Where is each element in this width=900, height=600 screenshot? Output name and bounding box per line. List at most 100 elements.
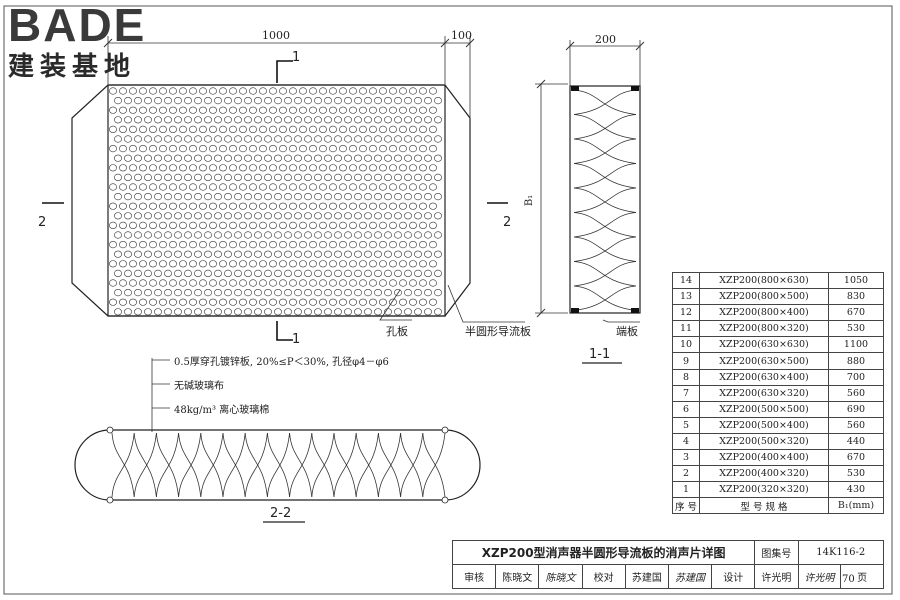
- perforation-hole: [224, 116, 232, 124]
- perforation-hole: [339, 221, 347, 229]
- perforation-hole: [214, 269, 222, 278]
- perforation-hole: [324, 289, 332, 297]
- perforation-hole: [329, 260, 337, 268]
- perforation-hole: [304, 231, 312, 239]
- perforation-hole: [144, 173, 152, 181]
- perforation-hole: [109, 106, 117, 114]
- row-model: XZP200(630×630): [699, 336, 829, 354]
- perforation-hole: [234, 250, 242, 258]
- wool-lobe: [573, 114, 637, 140]
- perforation-hole: [249, 87, 257, 95]
- perforation-hole: [254, 135, 262, 143]
- perforation-hole: [294, 231, 302, 239]
- perforation-hole: [409, 145, 417, 153]
- perforation-hole: [239, 260, 247, 268]
- perforation-hole: [259, 298, 267, 306]
- wool-lobe: [133, 432, 157, 498]
- perforation-hole: [284, 212, 292, 220]
- row-b1: 440: [828, 432, 884, 451]
- perforation-hole: [409, 125, 417, 133]
- perforation-hole: [244, 154, 252, 162]
- perforation-hole: [324, 308, 332, 316]
- perforation-hole: [279, 106, 287, 114]
- perforation-hole: [419, 164, 427, 172]
- perforation-hole: [364, 193, 372, 201]
- perforation-hole: [139, 183, 147, 191]
- perforation-hole: [294, 116, 302, 124]
- perforation-hole: [234, 173, 242, 181]
- perforation-hole: [319, 221, 327, 229]
- perforation-hole: [179, 202, 187, 210]
- row-b1: 1050: [828, 271, 884, 290]
- perforation-hole: [434, 212, 442, 220]
- perforation-hole: [369, 221, 377, 229]
- callout-layer-cloth: 无碱玻璃布: [174, 381, 224, 392]
- perforation-hole: [134, 231, 142, 239]
- perforation-hole: [364, 116, 372, 124]
- perforation-hole: [244, 96, 252, 105]
- perforation-hole: [294, 96, 302, 105]
- wool-lobe: [156, 432, 179, 498]
- perforation-hole: [399, 164, 407, 172]
- perforation-hole: [419, 298, 427, 306]
- reviewer-name: 陈晓文: [495, 564, 540, 589]
- perforation-holes: [109, 87, 442, 316]
- perforation-hole: [359, 183, 367, 191]
- perforation-hole: [334, 116, 342, 124]
- end-plate-corner: [571, 308, 579, 313]
- perforation-hole: [169, 183, 177, 191]
- perforation-hole: [409, 260, 417, 268]
- perforation-hole: [259, 202, 267, 210]
- perforation-hole: [119, 241, 127, 249]
- perforation-hole: [204, 135, 212, 143]
- perforation-hole: [404, 212, 412, 220]
- perforation-hole: [434, 289, 442, 297]
- perforation-hole: [354, 154, 362, 162]
- perforation-hole: [429, 164, 437, 172]
- perforation-hole: [329, 164, 337, 172]
- row-model: XZP200(400×320): [699, 465, 829, 483]
- perforation-hole: [334, 193, 342, 201]
- callout-layer-wool: 48kg/m³ 离心玻璃棉: [174, 405, 270, 416]
- perforation-hole: [174, 289, 182, 297]
- perforation-hole: [344, 289, 352, 297]
- perforation-hole: [419, 106, 427, 114]
- perforation-hole: [244, 308, 252, 316]
- perforation-hole: [149, 298, 157, 306]
- perforation-hole: [164, 308, 172, 316]
- designer-name: 许光明: [754, 564, 799, 589]
- perforation-hole: [364, 135, 372, 143]
- perforation-hole: [424, 135, 432, 143]
- perforation-hole: [384, 289, 392, 297]
- perforation-hole: [129, 87, 137, 95]
- perforation-hole: [309, 298, 317, 306]
- perforation-hole: [134, 308, 142, 316]
- perforation-hole: [294, 308, 302, 316]
- perforation-hole: [389, 164, 397, 172]
- perforation-hole: [119, 106, 127, 114]
- perforation-hole: [249, 260, 257, 268]
- perforation-hole: [369, 164, 377, 172]
- row-model: XZP200(800×500): [699, 288, 829, 306]
- perforation-hole: [229, 241, 237, 249]
- perforation-hole: [409, 241, 417, 249]
- perforation-hole: [244, 250, 252, 258]
- perforation-hole: [164, 269, 172, 278]
- perforation-hole: [164, 135, 172, 143]
- perforation-hole: [404, 154, 412, 162]
- section-cut-markers: [42, 60, 508, 341]
- page-number: 70: [842, 574, 855, 585]
- perforation-hole: [264, 173, 272, 181]
- perforation-hole: [139, 279, 147, 287]
- perforation-hole: [424, 96, 432, 105]
- perforation-hole: [319, 125, 327, 133]
- row-model: XZP200(400×400): [699, 449, 829, 467]
- perforation-hole: [144, 116, 152, 124]
- perforation-hole: [144, 289, 152, 297]
- perforation-hole: [299, 260, 307, 268]
- perforation-hole: [429, 221, 437, 229]
- perforation-hole: [299, 221, 307, 229]
- rivet: [441, 426, 449, 434]
- perforation-hole: [359, 164, 367, 172]
